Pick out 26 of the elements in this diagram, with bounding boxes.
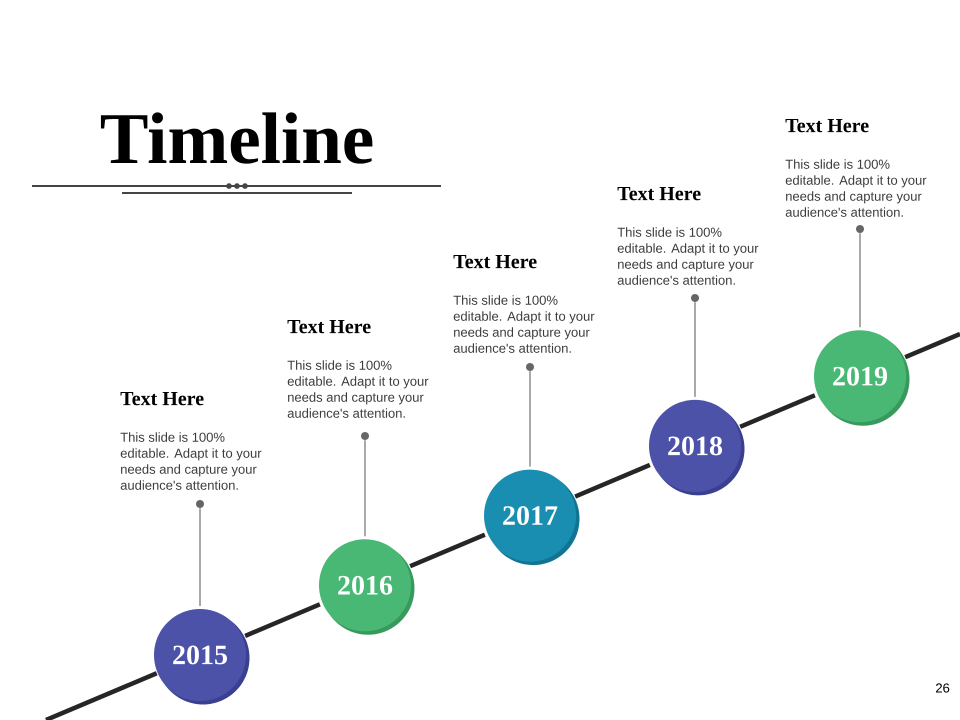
leader-line (694, 302, 696, 397)
heading: Text Here (618, 187, 701, 200)
title: Timeline (100, 112, 372, 164)
heading: Text Here (454, 255, 537, 268)
dot (856, 225, 864, 233)
leader-line (199, 508, 201, 606)
body-text: This slide is 100% editable. Adapt it to your needs and capture your audience's attention. (120, 432, 262, 490)
dot (196, 500, 204, 508)
page-number: 26 (936, 683, 950, 693)
body-text: This slide is 100% editable. Adapt it to your needs and capture your audience's attention. (288, 360, 428, 418)
leader-line (529, 371, 531, 467)
heading: Text Here (120, 392, 204, 406)
leader-line (364, 440, 366, 536)
body-text: This slide is 100% editable. Adapt it to your needs and capture your audience's attention. (618, 227, 758, 285)
dot (691, 294, 699, 302)
timeline-line (574, 462, 651, 499)
timeline-line (409, 532, 486, 568)
timeline-line (244, 602, 321, 638)
leader-line (859, 233, 861, 328)
dot (361, 432, 369, 440)
body-text: This slide is 100% editable. Adapt it to your needs and capture your audience's attention. (454, 295, 594, 353)
heading: Text Here (786, 119, 869, 132)
dot (526, 363, 534, 371)
heading: Text Here (288, 320, 371, 334)
body-text: This slide is 100% editable. Adapt it to your needs and capture your audience's attention. (786, 159, 926, 217)
timeline-line (739, 393, 816, 429)
